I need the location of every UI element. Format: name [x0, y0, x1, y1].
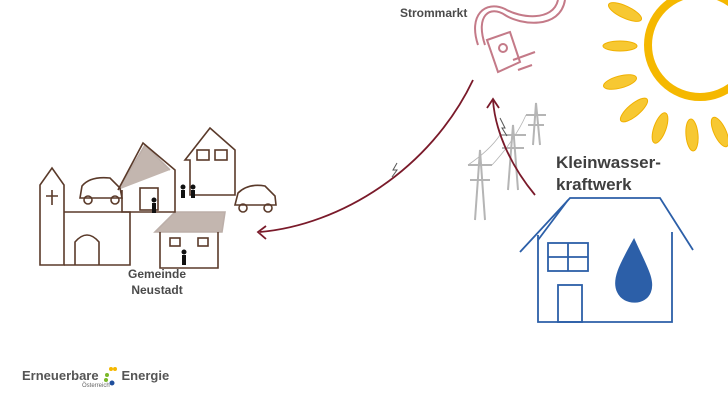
village-gemeinde-neustadt	[39, 126, 277, 269]
lightning-icon	[499, 117, 508, 137]
plug-icon	[474, 0, 566, 74]
gemeinde-line2: Neustadt	[131, 283, 183, 297]
gemeinde-line1: Gemeinde	[128, 267, 187, 281]
people-icon	[151, 184, 196, 265]
power-pylons-icon	[467, 102, 546, 221]
strommarkt-label: Strommarkt	[400, 6, 468, 20]
erneuerbare-energie-logo: Erneuerbare Energie Österreich	[22, 366, 170, 389]
sun-icon	[602, 0, 728, 152]
hydropower-house	[519, 197, 694, 323]
gemeinde-label: Gemeinde Neustadt	[128, 266, 186, 298]
kraftwerk-line2: kraftwerk	[556, 175, 632, 194]
kraftwerk-label: Kleinwasser- kraftwerk	[556, 152, 661, 196]
flow-arrow-to-strommarkt	[486, 97, 536, 196]
logo-word1: Erneuerbare	[22, 368, 99, 383]
car-icon	[233, 184, 277, 213]
lightning-icon	[391, 162, 398, 178]
kraftwerk-line1: Kleinwasser-	[556, 153, 661, 172]
logo-word2: Energie	[121, 368, 170, 383]
logo-sub: Österreich	[82, 383, 110, 389]
flow-arrow-to-gemeinde	[256, 79, 474, 240]
car-icon	[79, 176, 123, 205]
